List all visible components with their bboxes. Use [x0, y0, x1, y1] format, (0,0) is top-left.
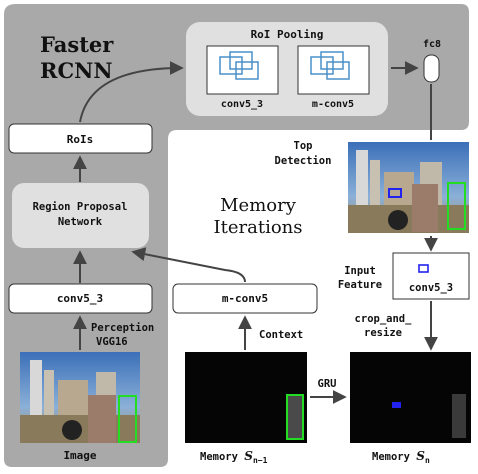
rois-box [8, 123, 153, 154]
roi-mconv5-squares [310, 51, 350, 80]
arrow-mconv5-to-rpn [131, 247, 246, 283]
top-detection-line2: Detection [275, 155, 332, 167]
top-detection-line1: Top [294, 140, 313, 152]
image-label: Image [63, 449, 96, 462]
memory-cur-map [350, 352, 471, 443]
rcnn-title: RCNN [40, 58, 113, 83]
input-image [20, 352, 140, 443]
crop-resize-line2: resize [364, 327, 402, 339]
input-feature-roi [418, 264, 429, 273]
arrows [73, 61, 438, 404]
perception-label-line1: Perception [91, 322, 154, 334]
rpn-label-line2: Network [58, 216, 103, 228]
rpn-label-line1: Region Proposal [33, 201, 128, 213]
memory-prev-label: Memory Sn−1 [200, 449, 268, 465]
memory-cur-label: Memory Sn [372, 449, 430, 465]
roi-pooling-title: RoI Pooling [251, 28, 324, 41]
mconv5-label: m-conv5 [222, 292, 268, 305]
input-feature-conv5: conv5_3 [409, 282, 453, 294]
faster-title: Faster [40, 32, 114, 57]
arrow-rois-to-roipool [79, 61, 184, 123]
fc8-node [423, 54, 440, 83]
mconv5-box [172, 283, 318, 314]
fc8-label: fc8 [423, 39, 441, 50]
context-label: Context [259, 329, 303, 341]
input-feature-box [392, 252, 470, 300]
gru-label: GRU [318, 378, 337, 390]
roi-conv5-label: conv5_3 [221, 99, 263, 110]
faster-rcnn-panel [4, 4, 469, 467]
roi-conv5-squares [219, 51, 259, 80]
crop-resize-line1: crop_and_ [355, 313, 413, 325]
memory-iterations-line1: Memory [220, 195, 297, 216]
conv5-left-label: conv5_3 [57, 292, 103, 305]
perception-label-line2: VGG16 [96, 336, 128, 348]
rois-label: RoIs [67, 133, 94, 146]
top-detection-image [348, 142, 469, 233]
input-feature-line2: Feature [338, 279, 382, 291]
memory-prev-map [185, 352, 307, 443]
input-feature-line1: Input [344, 265, 376, 277]
rpn-box [12, 183, 149, 248]
memory-iterations-line2: Iterations [214, 217, 303, 238]
conv5-left-box [8, 283, 153, 314]
roi-mconv5-label: m-conv5 [312, 99, 354, 110]
